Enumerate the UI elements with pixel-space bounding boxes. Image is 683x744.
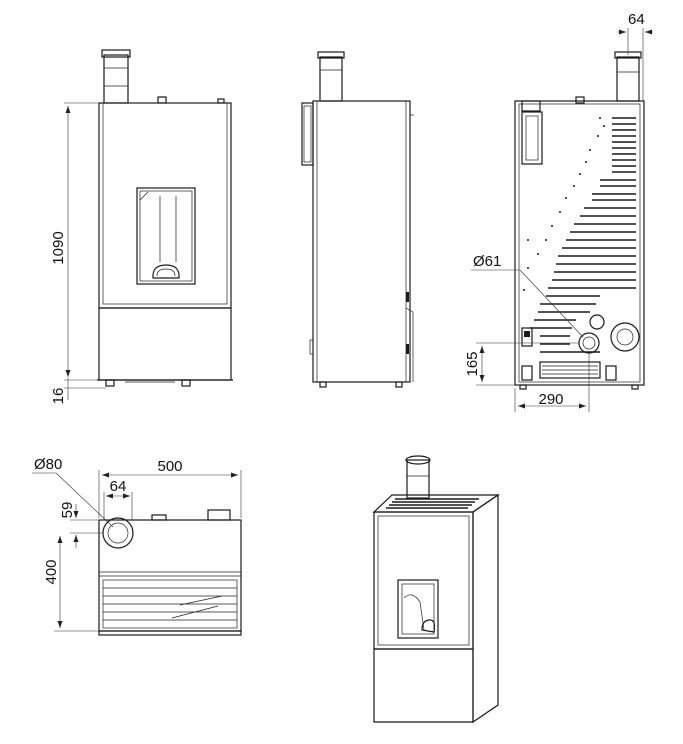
height-dimension-label: 1090 bbox=[50, 231, 67, 264]
flue-diameter-label: Ø80 bbox=[34, 456, 62, 473]
rear-vent-slots bbox=[530, 117, 636, 353]
rear-outlet-height-label: 165 bbox=[464, 351, 481, 376]
rear-outlet-diameter-label: Ø61 bbox=[473, 253, 501, 270]
isometric-view bbox=[372, 455, 500, 724]
top-flue-depth-label: 59 bbox=[59, 502, 76, 519]
top-vent-grid bbox=[102, 579, 238, 629]
flue-offset-label: 64 bbox=[628, 11, 645, 28]
top-view bbox=[32, 470, 242, 636]
rear-outlet-offset-label: 290 bbox=[538, 391, 563, 408]
front-view bbox=[64, 49, 233, 400]
side-view bbox=[301, 51, 414, 388]
rear-view bbox=[471, 28, 653, 412]
top-depth-label: 400 bbox=[43, 559, 60, 584]
top-flue-offset-label: 64 bbox=[110, 478, 127, 495]
top-width-label: 500 bbox=[157, 458, 182, 475]
foot-dimension-label: 16 bbox=[50, 388, 67, 405]
